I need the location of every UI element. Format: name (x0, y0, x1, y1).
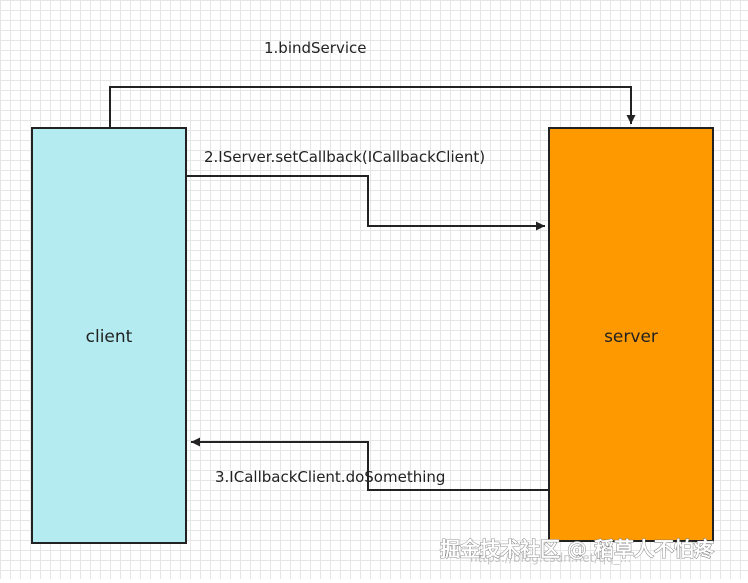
edge-bind-service-line (109, 86, 636, 128)
client-label: client (86, 327, 133, 347)
watermark-text: 掘金技术社区 @ 稻草人不怕疼 (440, 537, 715, 561)
server-node[interactable]: server (548, 127, 714, 542)
edge-set-callback-line (187, 175, 545, 231)
edge-do-something-label: 3.ICallbackClient.doSomething (215, 468, 445, 486)
edge-do-something: 3.ICallbackClient.doSomething (191, 437, 549, 491)
edge-set-callback: 2.IServer.setCallback(ICallbackClient) (187, 148, 545, 231)
edge-do-something-line (191, 437, 549, 491)
edge-bind-service: 1.bindService (109, 39, 636, 128)
server-box (548, 127, 714, 542)
client-node[interactable]: client (31, 127, 187, 544)
server-label: server (604, 327, 658, 347)
client-box (31, 127, 187, 544)
edge-set-callback-label: 2.IServer.setCallback(ICallbackClient) (204, 148, 485, 166)
edge-bind-service-label: 1.bindService (264, 39, 366, 57)
watermark: https://blog.csdn.net/qq_... 掘金技术社区 @ 稻草… (440, 537, 716, 565)
watermark-url: https://blog.csdn.net/qq_... (470, 551, 631, 565)
